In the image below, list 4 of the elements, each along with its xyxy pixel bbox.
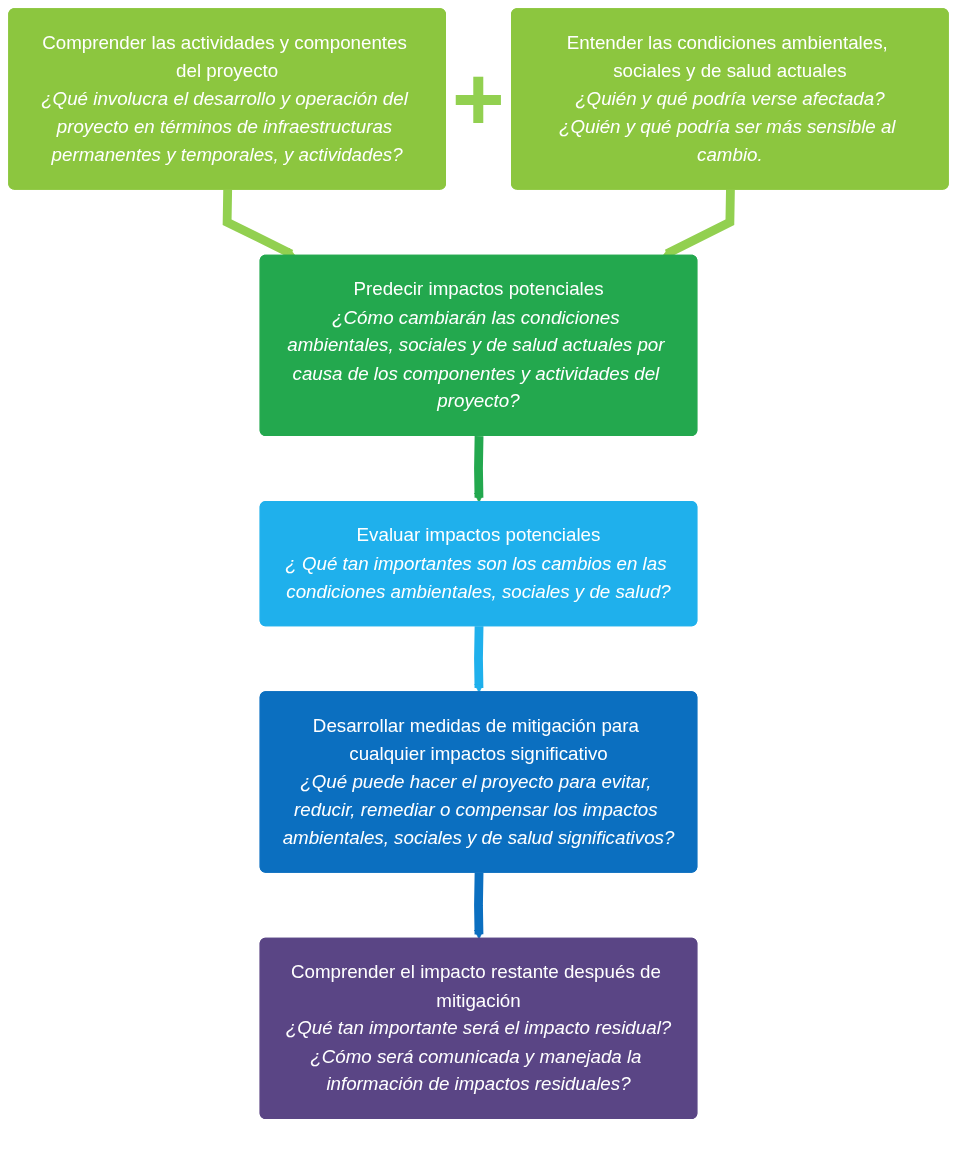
arrow	[474, 626, 484, 693]
arrow	[474, 872, 484, 940]
arrow	[474, 435, 484, 503]
plus-sign: +	[452, 53, 505, 144]
